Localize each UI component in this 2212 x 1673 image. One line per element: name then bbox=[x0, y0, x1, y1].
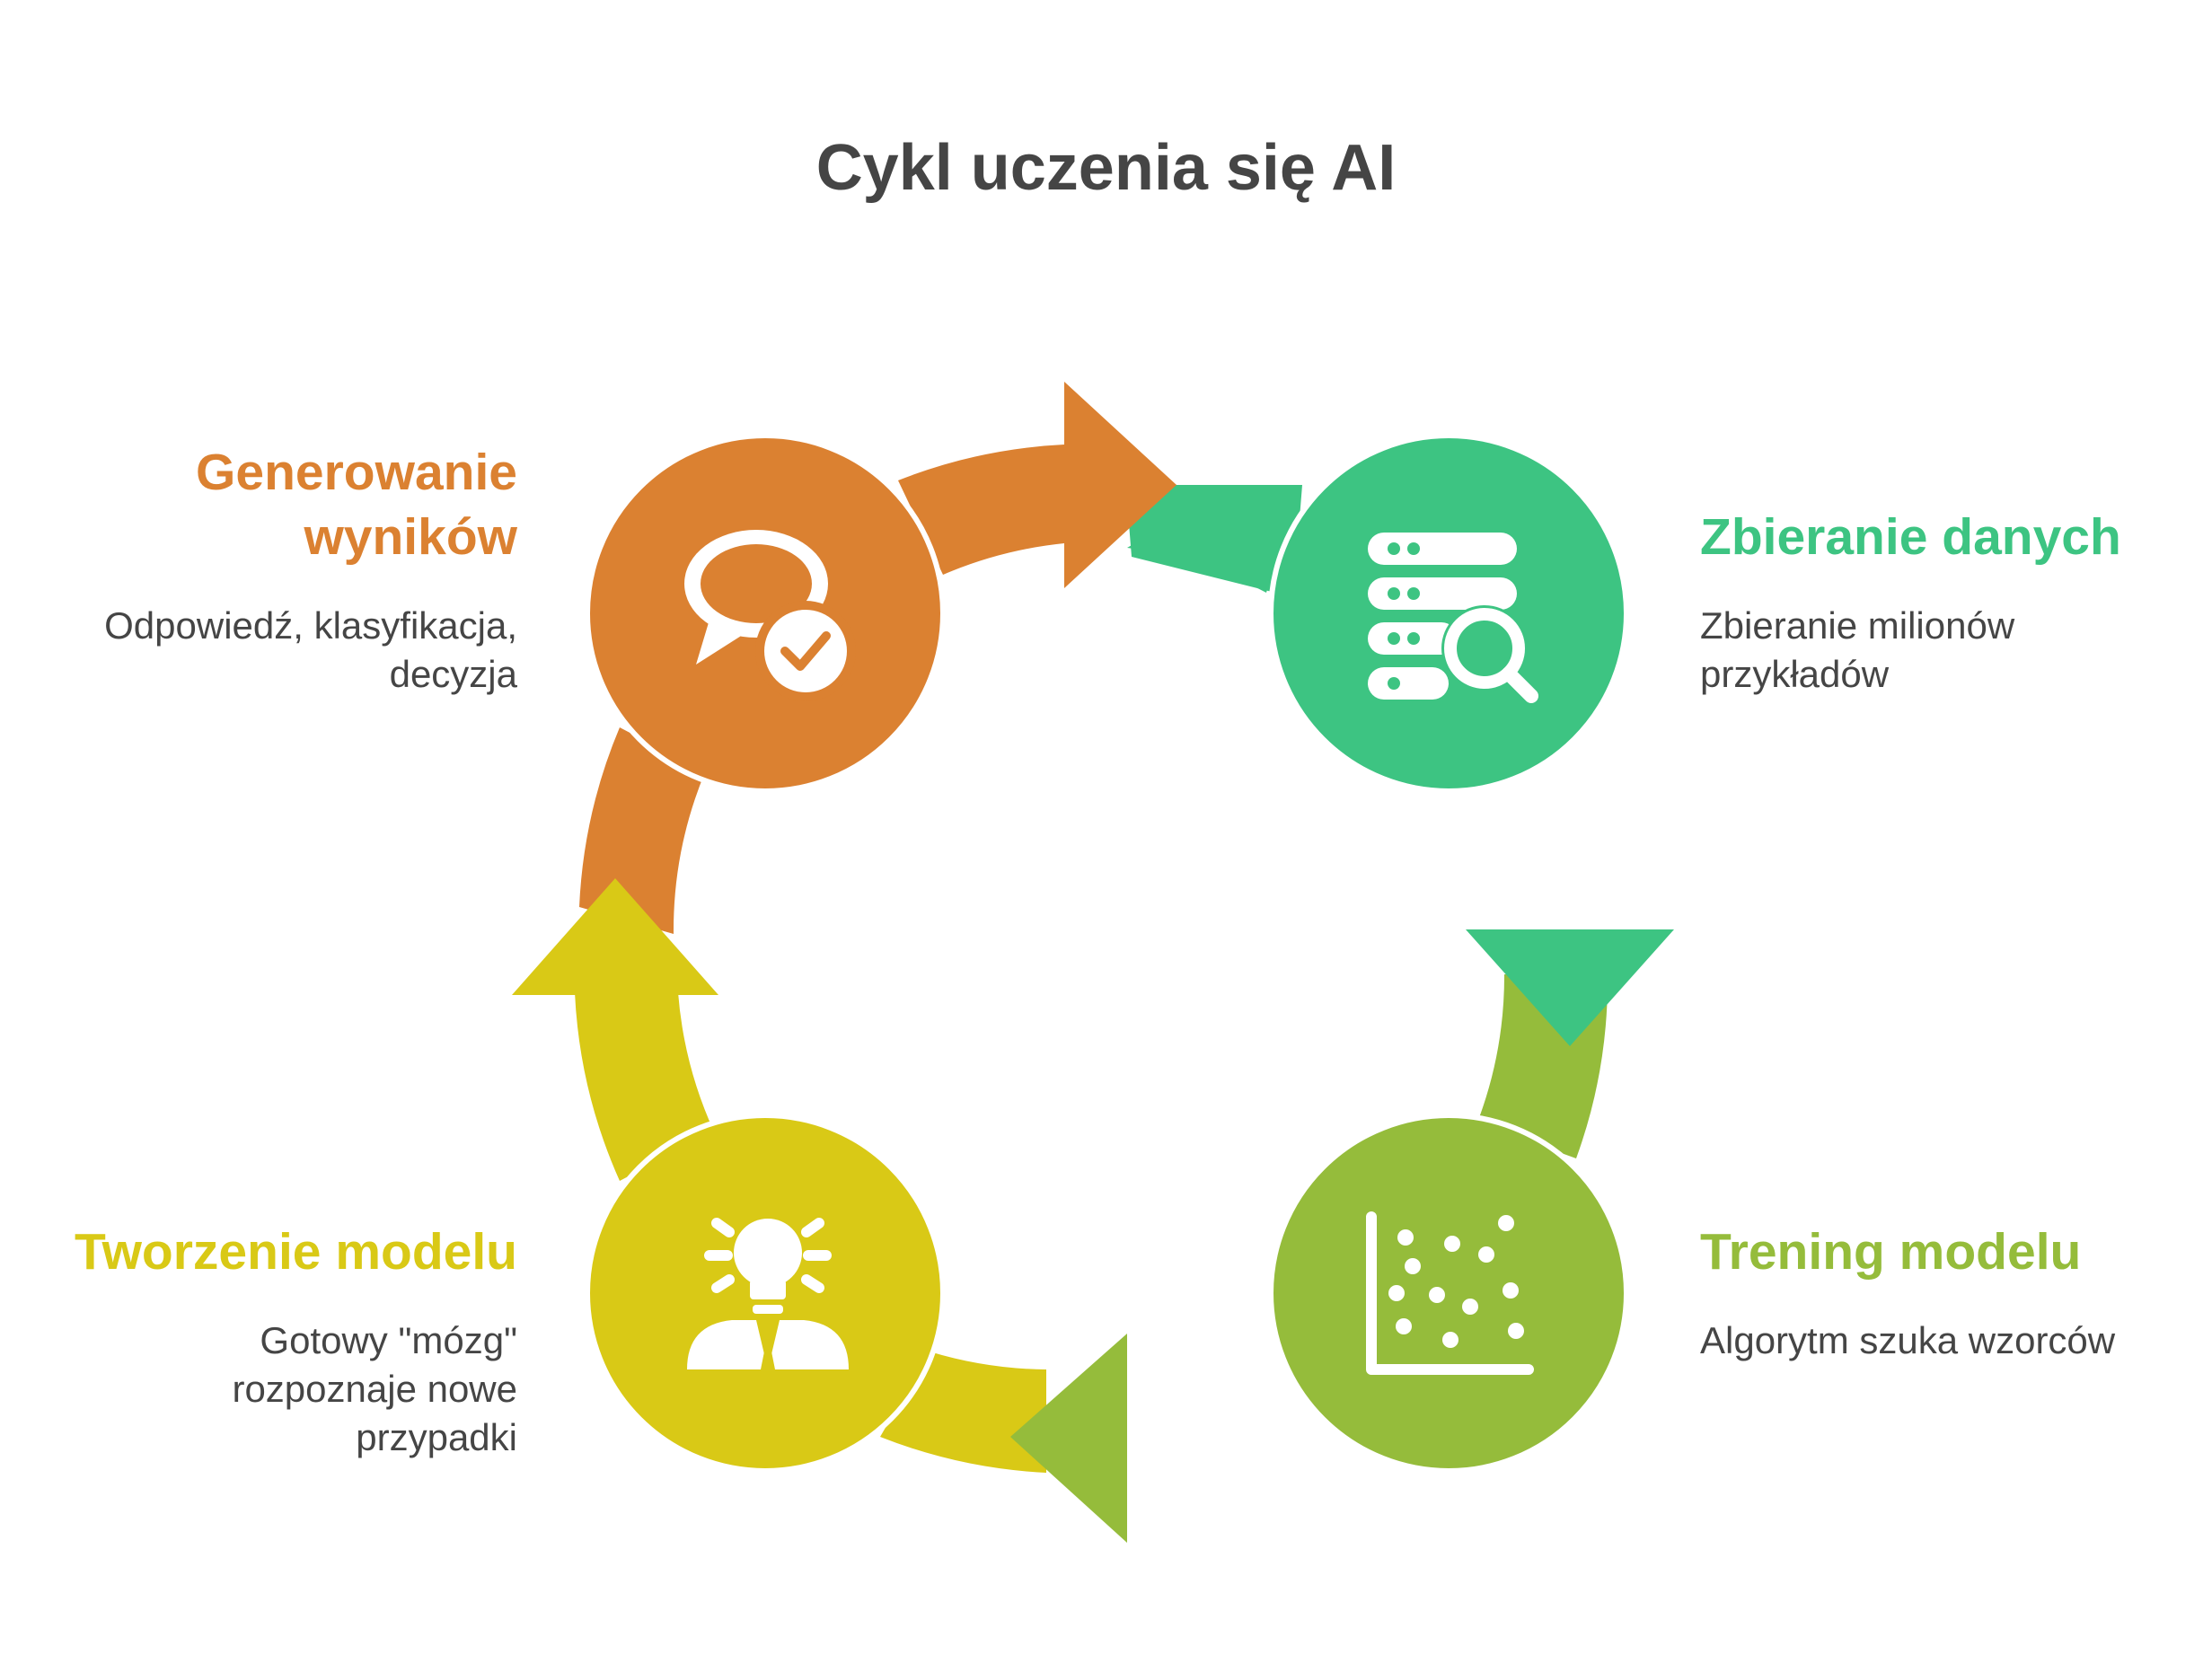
step-desc-generowanie: Odpowiedź, klasyfikacja, decyzja bbox=[104, 602, 517, 699]
step-circle-tworzenie bbox=[585, 1113, 946, 1474]
desc-line: Odpowiedź, klasyfikacja, bbox=[104, 604, 517, 647]
desc-line: decyzja bbox=[389, 653, 517, 695]
title-line: Generowanie bbox=[196, 444, 517, 501]
arrowhead-green bbox=[1466, 929, 1674, 1046]
desc-line: przypadki bbox=[356, 1416, 517, 1458]
step-desc-tworzenie: Gotowy "mózg" rozpoznaje nowe przypadki bbox=[232, 1316, 517, 1462]
desc-line: rozpoznaje nowe bbox=[232, 1368, 517, 1410]
desc-line: Gotowy "mózg" bbox=[260, 1319, 517, 1361]
step-desc-zbieranie: Zbieranie milionów przykładów bbox=[1700, 602, 2014, 699]
scatter-plot-icon bbox=[1366, 1211, 1534, 1375]
arrow-orange bbox=[579, 445, 1064, 934]
step-circle-zbieranie bbox=[1268, 433, 1629, 794]
step-desc-trening: Algorytm szuka wzorców bbox=[1700, 1316, 2115, 1365]
step-title-zbieranie: Zbieranie danych bbox=[1700, 508, 2121, 566]
arrow-green bbox=[1127, 467, 1302, 597]
desc-line: Algorytm szuka wzorców bbox=[1700, 1319, 2116, 1361]
page-title: Cykl uczenia się AI bbox=[815, 132, 1397, 204]
desc-line: przykładów bbox=[1700, 653, 1890, 695]
arrowhead-orange bbox=[1064, 382, 1177, 588]
desc-line: Zbieranie milionów bbox=[1700, 604, 2015, 647]
step-title-generowanie: Generowanie wyników bbox=[196, 440, 517, 569]
step-circle-generowanie bbox=[585, 433, 946, 794]
arrowhead-lime bbox=[1010, 1334, 1127, 1543]
title-line: wyników bbox=[304, 508, 517, 566]
database-search-icon bbox=[1368, 533, 1538, 703]
step-circle-trening bbox=[1268, 1113, 1629, 1474]
chat-check-icon bbox=[684, 530, 856, 701]
idea-person-icon bbox=[687, 1218, 849, 1369]
arrowhead-yellow bbox=[512, 878, 718, 995]
step-title-tworzenie: Tworzenie modelu bbox=[75, 1223, 517, 1281]
step-title-trening: Trening modelu bbox=[1700, 1223, 2082, 1281]
